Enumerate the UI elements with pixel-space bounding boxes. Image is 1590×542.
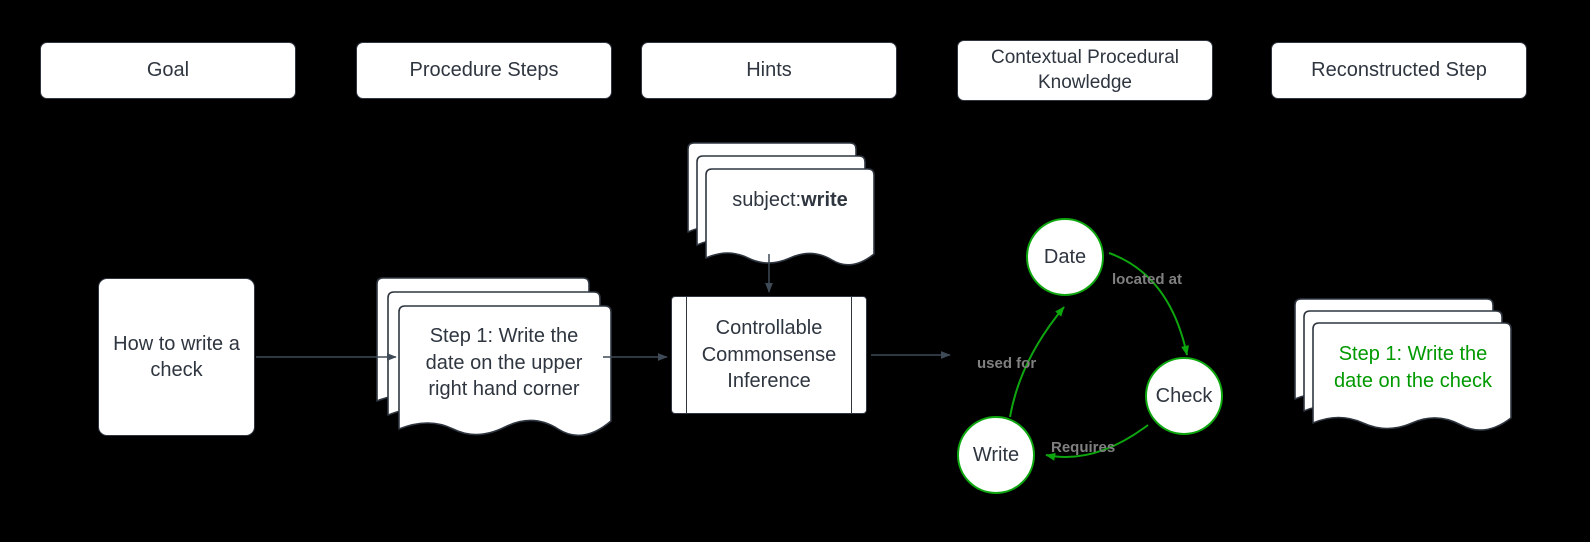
model-node-label: Controllable Commonsense Inference (701, 317, 837, 393)
reconstructed-step-doc-shapes (1294, 298, 1512, 431)
procedure-steps-label: Step 1: Write the date on the upper righ… (425, 324, 583, 401)
model-node-controllable-commonsense-inference: Controllable Commonsense Inference (671, 296, 867, 414)
kg-node-check: Check (1145, 357, 1223, 435)
kg-edge-label-used-for-text: used for (977, 355, 1037, 372)
lane-header-goal: Goal (40, 42, 296, 99)
lane-header-goal-label: Goal (146, 58, 190, 81)
kg-node-date-label: Date (1043, 245, 1087, 268)
kg-edge-label-used-for: used for (977, 355, 1036, 372)
lane-header-reconstructed-step-label: Reconstructed Step (1311, 58, 1487, 81)
lane-header-hints: Hints (641, 42, 897, 99)
kg-edge-date-to-check (1108, 252, 1189, 356)
procedure-steps-text: Step 1: Write the date on the upper righ… (401, 311, 607, 415)
hint-text: subject: write (708, 174, 872, 226)
kg-edge-label-located-at-text: located at (1112, 271, 1183, 288)
kg-node-check-label: Check (1155, 384, 1213, 407)
kg-node-write-label: Write (972, 443, 1020, 466)
lane-header-procedure-steps-label: Procedure Steps (409, 58, 559, 81)
procedure-steps-document-stack: Step 1: Write the date on the upper righ… (371, 277, 612, 442)
procedure-steps-doc-shapes (376, 277, 612, 437)
lane-header-contextual-procedural-knowledge: Contextual Procedural Knowledge (957, 40, 1213, 101)
reconstructed-step-document-stack: Step 1: Write the date on the check (1291, 298, 1513, 438)
kg-edge-label-requires: Requires (1051, 439, 1115, 456)
hints-doc-shapes (687, 142, 875, 266)
lane-header-procedure-steps: Procedure Steps (356, 42, 612, 99)
kg-edge-label-requires-text: Requires (1051, 439, 1116, 456)
reconstructed-step-label: Step 1: Write the date on the check (1334, 343, 1492, 392)
kg-node-write: Write (957, 416, 1035, 494)
kg-node-date: Date (1026, 218, 1104, 296)
hint-subject-prefix: subject: (732, 188, 802, 211)
goal-node: How to write a check (98, 278, 255, 436)
hints-document-stack: subject: write (684, 142, 875, 267)
reconstructed-step-text: Step 1: Write the date on the check (1315, 328, 1511, 408)
kg-edge-label-located-at: located at (1112, 271, 1182, 288)
lane-header-hints-label: Hints (746, 58, 792, 81)
hint-subject-value: write (801, 188, 848, 211)
lane-header-reconstructed-step: Reconstructed Step (1271, 42, 1527, 99)
lane-header-contextual-procedural-knowledge-label: Contextual Procedural Knowledge (991, 47, 1179, 93)
goal-node-label: How to write a check (113, 332, 240, 381)
